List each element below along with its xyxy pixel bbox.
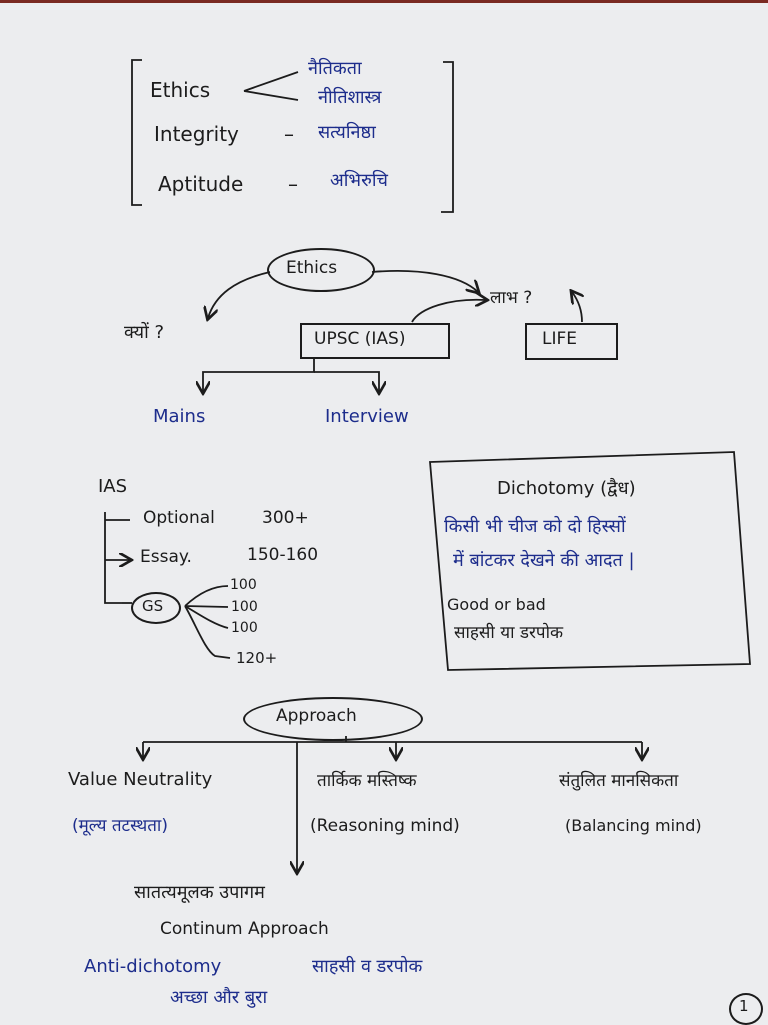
arrow-ethics-to-labh	[371, 270, 478, 292]
gs-mark-2: 100	[231, 599, 258, 615]
anti-dichotomy-hindi: साहसी व डरपोक	[312, 956, 423, 977]
ethics-hindi-2: नीतिशास्त्र	[318, 87, 382, 108]
gs-label: GS	[142, 597, 164, 615]
aptitude-dash: –	[288, 172, 298, 196]
kyon-label: क्यों ?	[124, 322, 165, 343]
gs-mark-4: 120+	[236, 649, 278, 667]
integrity-hindi: सत्यनिष्ठा	[318, 122, 376, 143]
balancing-label: (Balancing mind)	[565, 816, 702, 835]
tarkik-label: तार्किक मस्तिष्क	[317, 771, 417, 791]
ias-label: IAS	[98, 476, 128, 497]
value-neutrality: Value Neutrality	[68, 769, 213, 790]
upsc-stem-right	[314, 371, 379, 392]
life-box	[525, 323, 618, 360]
page-number: 1	[739, 997, 749, 1015]
good-and-bad: अच्छा और बुरा	[170, 987, 268, 1008]
ethics-hindi-1: नैतिकता	[308, 58, 362, 79]
labh-label: लाभ ?	[490, 288, 533, 308]
reasoning-label: (Reasoning mind)	[310, 816, 460, 836]
right-bracket	[441, 61, 454, 213]
gs-oval	[131, 592, 181, 624]
approach-oval	[243, 697, 423, 741]
arrow-life-to-labh	[572, 292, 582, 323]
essay-label: Essay.	[140, 547, 192, 567]
dichotomy-line-4: साहसी या डरपोक	[454, 623, 564, 643]
arrow-ethics-to-kyon	[208, 271, 271, 318]
dichotomy-line-2: में बांटकर देखने की आदत |	[453, 550, 635, 571]
left-bracket	[131, 59, 142, 206]
integrity-label: Integrity	[154, 122, 239, 146]
upsc-label: UPSC (IAS)	[314, 329, 406, 349]
value-neutrality-hindi: (मूल्य तटस्थता)	[72, 816, 168, 836]
life-label: LIFE	[542, 329, 578, 349]
mains-label: Mains	[153, 406, 206, 427]
arrow-upsc-to-labh	[411, 300, 486, 323]
optional-marks: 300+	[262, 508, 309, 528]
interview-label: Interview	[325, 406, 409, 427]
ias-tree	[104, 512, 130, 604]
dichotomy-box-frame	[429, 451, 751, 671]
anti-dichotomy: Anti-dichotomy	[84, 956, 222, 977]
upsc-stem	[203, 358, 315, 392]
approach-label: Approach	[276, 706, 357, 726]
continuum-hindi: सातत्यमूलक उपागम	[134, 882, 265, 903]
gs-mark-1: 100	[230, 577, 257, 593]
santulit-label: संतुलित मानसिकता	[559, 771, 679, 791]
ethics-oval-label: Ethics	[286, 258, 338, 278]
dichotomy-title: Dichotomy (द्वैध)	[497, 478, 636, 499]
ethics-split-line	[243, 71, 299, 101]
ethics-label: Ethics	[150, 78, 211, 102]
top-edge-line	[0, 0, 768, 3]
aptitude-label: Aptitude	[158, 172, 244, 196]
dichotomy-line-1: किसी भी चीज को दो हिस्सों	[444, 516, 626, 537]
essay-marks: 150-160	[247, 545, 319, 565]
gs-branches	[184, 585, 231, 659]
optional-label: Optional	[143, 508, 215, 528]
continuum-english: Continum Approach	[160, 919, 329, 939]
gs-mark-3: 100	[231, 620, 258, 636]
aptitude-hindi: अभिरुचि	[330, 170, 388, 191]
ethics-oval	[267, 248, 375, 292]
dichotomy-line-3: Good or bad	[447, 595, 546, 614]
integrity-dash: –	[284, 122, 294, 146]
upsc-box	[300, 323, 450, 359]
